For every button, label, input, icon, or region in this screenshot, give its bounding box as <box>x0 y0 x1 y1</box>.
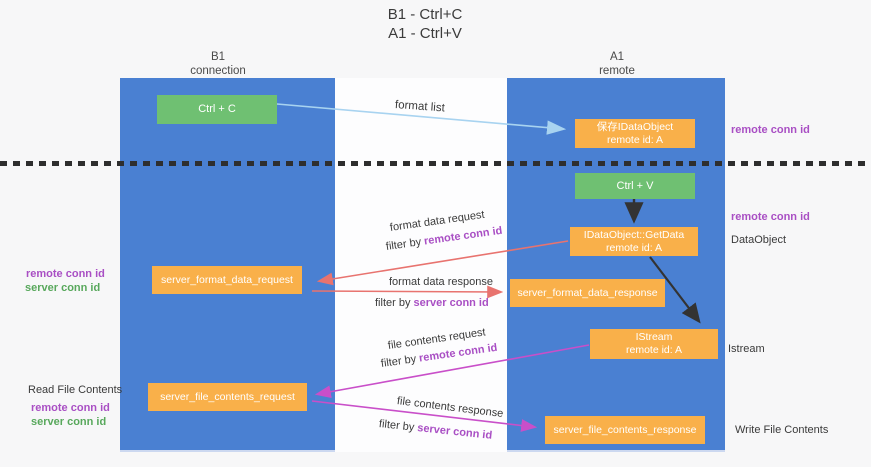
edge-label-filter-server-1: filter by server conn id <box>375 297 489 309</box>
lane-header-a1: A1 remote <box>599 50 635 78</box>
node-istream: IStream remote id: A <box>590 329 718 359</box>
node-server-format-data-request: server_format_data_request <box>152 266 302 294</box>
node-ctrl-c-label: Ctrl + C <box>198 103 236 115</box>
node-save-idataobject: 保存IDataObject remote id: A <box>575 119 695 148</box>
node-istream-line2: remote id: A <box>625 344 683 356</box>
node-save-idataobject-line2: remote id: A <box>606 133 664 146</box>
lane-header-b1: B1 connection <box>190 50 246 78</box>
side-label-server-conn-id-left2: server conn id <box>31 416 107 428</box>
side-label-read-file-contents: Read File Contents <box>28 384 123 396</box>
side-label-remote-conn-id-left1: remote conn id <box>26 268 105 280</box>
node-server-format-data-response: server_format_data_response <box>510 279 665 307</box>
arrow-getdata-to-istream <box>649 256 701 324</box>
lane-b1-subtitle: connection <box>190 65 246 77</box>
node-file-response-label: server_file_contents_response <box>553 423 697 436</box>
node-ctrl-v-label: Ctrl + V <box>616 179 654 192</box>
node-ctrl-c: Ctrl + C <box>157 95 277 124</box>
node-save-idataobject-line1: 保存IDataObject <box>596 120 674 133</box>
node-server-file-contents-response: server_file_contents_response <box>545 416 705 444</box>
dashed-separator-line <box>0 161 871 166</box>
side-label-server-conn-id-left1: server conn id <box>25 282 101 294</box>
lane-b1-title: B1 <box>210 51 226 63</box>
node-server-file-contents-request: server_file_contents_request <box>148 383 307 411</box>
arrow-format-data-response <box>311 285 504 299</box>
edge-label-format-data-response: format data response <box>389 276 493 288</box>
arrow-file-contents-response <box>311 400 538 432</box>
node-istream-line1: IStream <box>635 331 673 343</box>
diagram-title: B1 - Ctrl+C A1 - Ctrl+V <box>388 5 463 43</box>
arrow-format-data-request <box>316 240 569 286</box>
node-getdata-line2: remote id: A <box>605 241 663 254</box>
side-label-dataobject: DataObject <box>731 234 787 246</box>
node-ctrl-v: Ctrl + V <box>575 173 695 199</box>
side-label-remote-conn-id-mid: remote conn id <box>731 211 810 223</box>
node-format-request-label: server_format_data_request <box>161 273 293 286</box>
arrow-format-list <box>276 103 567 135</box>
side-label-remote-conn-id-top: remote conn id <box>731 124 810 136</box>
lane-a1-title: A1 <box>609 51 625 63</box>
diagram-title-line1: B1 - Ctrl+C <box>387 6 463 23</box>
node-idataobject-getdata: IDataObject::GetData remote id: A <box>570 227 698 256</box>
side-label-remote-conn-id-left2: remote conn id <box>31 402 110 414</box>
side-label-write-file-contents: Write File Contents <box>735 424 829 436</box>
side-label-istream: Istream <box>728 343 765 355</box>
filter-server-conn-id: server conn id <box>413 297 489 309</box>
arrow-file-contents-request <box>314 344 590 399</box>
node-getdata-line1: IDataObject::GetData <box>583 228 685 241</box>
diagram-title-line2: A1 - Ctrl+V <box>388 25 462 42</box>
filter-prefix: filter by <box>375 297 414 309</box>
lane-a1-subtitle: remote <box>599 65 635 77</box>
node-format-response-label: server_format_data_response <box>517 286 658 299</box>
node-file-request-label: server_file_contents_request <box>160 390 295 403</box>
